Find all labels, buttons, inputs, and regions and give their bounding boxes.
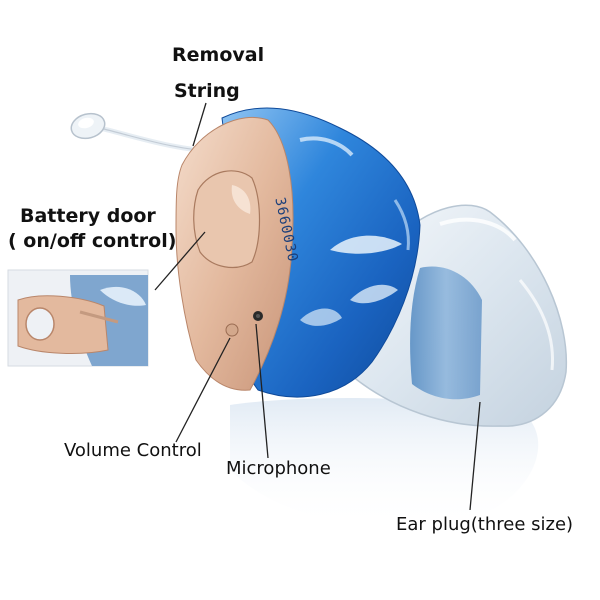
floor-reflection: [230, 398, 539, 528]
battery-door-inset: [7, 269, 149, 367]
removal-string-leader: [192, 102, 207, 147]
volume-control-label: Volume Control: [64, 440, 202, 461]
faceplate: [175, 116, 294, 391]
microphone-label: Microphone: [226, 458, 331, 479]
removal-string-label-line1: Removal: [172, 44, 265, 66]
battery-door-label-line1: Battery door: [20, 205, 156, 227]
battery-door-leader: [154, 231, 206, 291]
battery-door-label-line2: ( on/off control): [8, 230, 177, 252]
volume-control-leader: [175, 337, 231, 443]
ear-plug-leader: [469, 401, 481, 511]
leader-lines: [154, 102, 481, 511]
removal-string-label-line2: String: [174, 80, 240, 102]
ear-plug-label: Ear plug(three size): [396, 514, 574, 535]
microphone-leader: [255, 323, 269, 459]
